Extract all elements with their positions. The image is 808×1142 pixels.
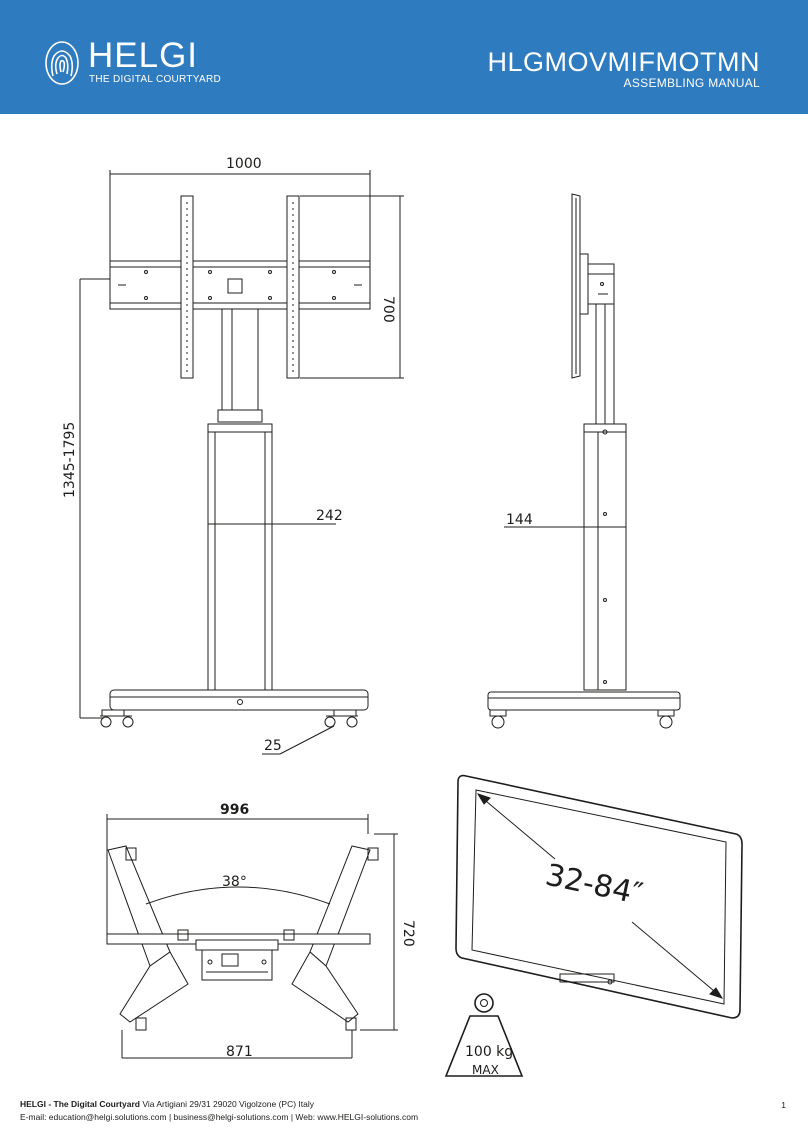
dim-column-width: 242 (316, 508, 343, 524)
brand-name: HELGI (88, 36, 199, 75)
dim-height-range: 1345-1795 (62, 422, 78, 498)
dim-angle: 38° (222, 874, 247, 890)
top-view (106, 814, 398, 1059)
document-type: ASSEMBLING MANUAL (623, 76, 760, 90)
model-code: HLGMOVMIFMOTMN (487, 47, 760, 77)
caster-right (324, 709, 358, 728)
header-bar: HELGI THE DIGITAL COURTYARD HLGMOVMIFMOT… (0, 0, 808, 114)
fingerprint-logo-icon (45, 41, 79, 85)
caster-left (100, 709, 134, 728)
dim-inner-width: 871 (226, 1044, 253, 1060)
page-number: 1 (781, 1100, 786, 1110)
load-value: 100 kg (465, 1044, 513, 1060)
dim-side-depth: 144 (506, 512, 533, 528)
brand-tagline: THE DIGITAL COURTYARD (89, 74, 222, 85)
footer-address: Via Artigiani 29/31 29020 Vigolzone (PC)… (139, 1099, 314, 1109)
dim-base-depth: 720 (400, 920, 416, 947)
load-label: MAX (472, 1063, 499, 1077)
screen-illustration (455, 774, 743, 1019)
side-view (487, 193, 681, 729)
dim-wheel: 25 (264, 738, 282, 754)
dim-panel-height: 700 (380, 296, 396, 323)
weight-icon (444, 993, 524, 1077)
dim-front-width: 1000 (226, 156, 262, 172)
footer-contacts: E-mail: education@helgi.solutions.com | … (20, 1112, 419, 1122)
footer-address-line: HELGI - The Digital Courtyard Via Artigi… (20, 1098, 418, 1111)
footer: HELGI - The Digital Courtyard Via Artigi… (20, 1098, 418, 1124)
dim-base-width: 996 (220, 802, 249, 818)
technical-drawing: 1000 700 1345-1795 242 144 25 996 38° 72… (62, 156, 743, 1077)
footer-company: HELGI - The Digital Courtyard (20, 1099, 140, 1109)
front-view (79, 170, 404, 755)
